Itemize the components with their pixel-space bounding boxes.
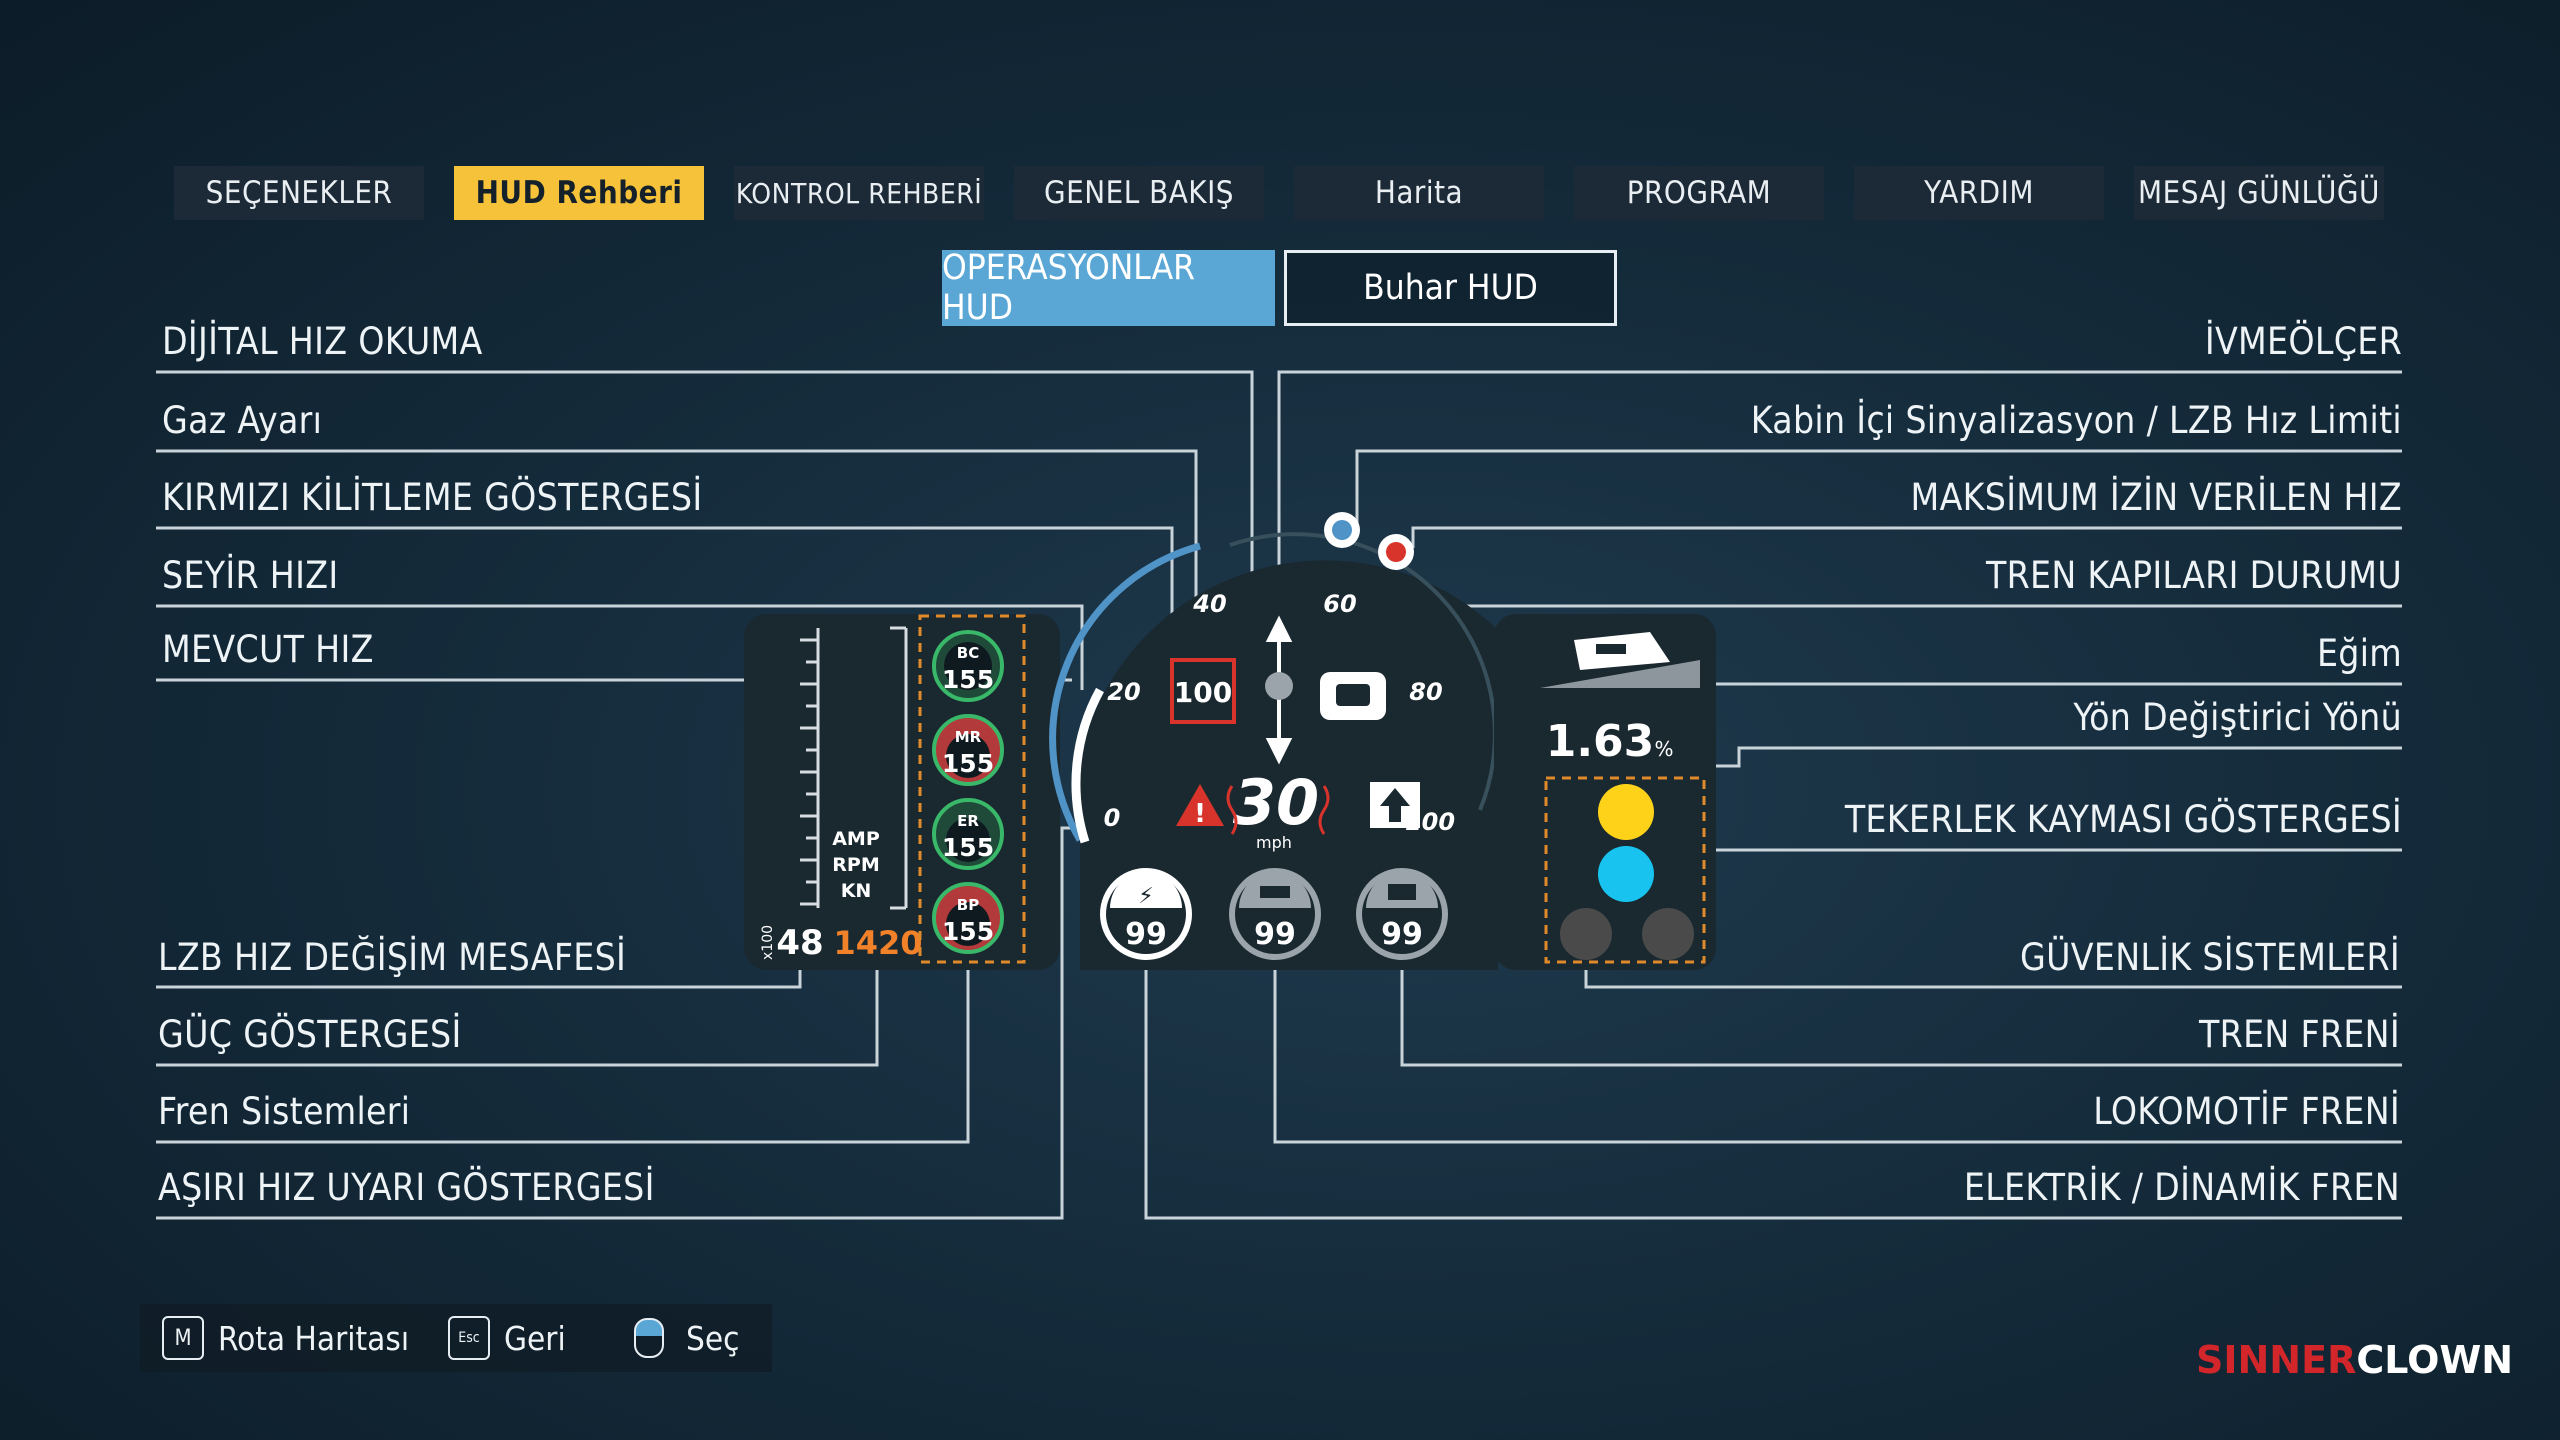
label-wheelslip: TEKERLEK KAYMASI GÖSTERGESİ [1844, 798, 2402, 841]
select-label: Seç [686, 1318, 740, 1358]
label-dynamic-brake: ELEKTRİK / DİNAMİK FREN [1963, 1166, 2400, 1209]
svg-text:155: 155 [942, 833, 994, 862]
back-hint[interactable]: Esc Geri [448, 1304, 566, 1372]
tick-60: 60 [1323, 590, 1356, 618]
current-speed: 30 [1233, 766, 1319, 839]
brake-gauges: BC 155 MR 155 ER 155 BP 155 [932, 630, 1004, 954]
tab-options[interactable]: SEÇENEKLER [174, 166, 424, 220]
watermark-logo: SINNERCLOWN [2196, 1338, 2514, 1382]
label-brake-systems: Fren Sistemleri [158, 1090, 411, 1133]
accelerometer-ball [1265, 672, 1293, 700]
label-digital-speed: DİJİTAL HIZ OKUMA [162, 320, 483, 363]
tick-0: 0 [1104, 804, 1121, 832]
power-gauge-panel [744, 614, 1060, 970]
limit-value: 100 [1174, 676, 1232, 709]
tab-overview[interactable]: GENEL BAKIŞ [1014, 166, 1264, 220]
label-cab-signal: Kabin İçi Sinyalizasyon / LZB Hız Limiti [1750, 399, 2402, 442]
safety-frame [1544, 776, 1706, 964]
m-key-icon: M [162, 1316, 204, 1360]
svg-text:99: 99 [1125, 917, 1167, 952]
label-loco-brake: LOKOMOTİF FRENİ [2093, 1090, 2400, 1133]
train-doors-icon [1320, 672, 1386, 720]
label-overspeed: AŞIRI HIZ UYARI GÖSTERGESİ [158, 1166, 655, 1209]
svg-text:!: ! [1194, 799, 1206, 829]
brake-dial-dynamic: 99 ⚡ [1100, 868, 1192, 960]
tab-program[interactable]: PROGRAM [1574, 166, 1824, 220]
tab-help[interactable]: YARDIM [1854, 166, 2104, 220]
label-throttle: Gaz Ayarı [162, 399, 323, 442]
tick-20: 20 [1107, 678, 1140, 706]
speed-arc-white [1071, 687, 1104, 844]
amp-label: AMP [832, 828, 880, 850]
svg-text:155: 155 [942, 749, 994, 778]
back-label: Geri [504, 1318, 566, 1358]
label-lzb-distance: LZB HIZ DEĞİŞİM MESAFESİ [158, 936, 627, 979]
svg-text:99: 99 [1254, 917, 1296, 952]
reverser-arrow-icon [1380, 788, 1410, 822]
svg-text:MR: MR [955, 728, 982, 746]
rpm-label: RPM [832, 854, 879, 876]
svg-text:ER: ER [957, 812, 979, 830]
gradient-icon [1540, 632, 1700, 688]
subtab-steam-hud[interactable]: Buhar HUD [1284, 250, 1617, 326]
select-hint[interactable]: Seç [634, 1304, 739, 1372]
tab-message-log[interactable]: MESAJ GÜNLÜĞÜ [2134, 166, 2384, 220]
speed-arc-blue [1049, 542, 1201, 842]
power-scale [800, 626, 908, 910]
label-doors: TREN KAPILARI DURUMU [1985, 554, 2402, 597]
kn-label: KN [841, 880, 872, 902]
svg-text:BP: BP [957, 896, 979, 914]
cab-signal-icon [1324, 512, 1360, 548]
overspeed-warning-icon [1176, 784, 1224, 826]
tick-40: 40 [1192, 590, 1226, 618]
subtab-operations-hud[interactable]: OPERASYONLAR HUD [942, 248, 1275, 328]
speed-unit: mph [1256, 833, 1292, 852]
wheelslip-icon [1226, 785, 1330, 835]
gradient-value: 1.63 [1546, 716, 1655, 767]
label-current-speed: MEVCUT HIZ [162, 628, 374, 671]
speedometer-body [1080, 560, 1498, 970]
svg-text:155: 155 [942, 665, 994, 694]
label-cruise-speed: SEYİR HIZI [162, 554, 339, 597]
esc-key-icon: Esc [448, 1316, 490, 1360]
route-map-hint[interactable]: M Rota Haritası [162, 1304, 409, 1372]
scale-multiplier: x100 [760, 925, 776, 960]
brake-dial-train: 99 [1356, 868, 1448, 960]
svg-text:155: 155 [942, 917, 994, 946]
tab-map[interactable]: Harita [1294, 166, 1544, 220]
tab-control-guide[interactable]: KONTROL REHBERİ [734, 166, 984, 220]
max-speed-icon [1378, 534, 1414, 570]
label-safety: GÜVENLİK SİSTEMLERİ [2020, 936, 2400, 979]
label-power: GÜÇ GÖSTERGESİ [158, 1013, 462, 1056]
tick-80: 80 [1409, 678, 1442, 706]
label-gradient: Eğim [2316, 632, 2402, 675]
safety-light-cyan [1598, 846, 1654, 902]
power-value: 1420 [833, 924, 922, 962]
safety-light-off-2 [1642, 908, 1694, 960]
label-max-speed: MAKSİMUM İZİN VERİLEN HIZ [1910, 476, 2402, 519]
safety-light-yellow [1598, 784, 1654, 840]
brake-dial-loco: 99 [1229, 868, 1321, 960]
svg-text:BC: BC [957, 644, 979, 662]
brake-frame [918, 614, 1026, 964]
gradient-unit: % [1654, 737, 1673, 761]
label-train-brake: TREN FRENİ [2199, 1013, 2400, 1056]
right-panel [1494, 614, 1716, 970]
lzb-distance-value: 48 [776, 923, 823, 963]
mouse-icon [634, 1318, 664, 1358]
svg-text:99: 99 [1381, 917, 1423, 952]
train-car-icon [1388, 884, 1416, 900]
tab-hud-guide[interactable]: HUD Rehberi [454, 166, 704, 220]
safety-light-off-1 [1560, 908, 1612, 960]
route-map-label: Rota Haritası [218, 1318, 410, 1358]
bottom-bar: M Rota Haritası Esc Geri Seç [140, 1304, 772, 1372]
red-lock-box [1170, 658, 1236, 724]
label-accelerometer: İVMEÖLÇER [2204, 320, 2402, 363]
label-red-lock: KIRMIZI KİLİTLEME GÖSTERGESİ [162, 476, 703, 519]
lightning-icon: ⚡ [1138, 884, 1153, 909]
label-reverser: Yön Değiştirici Yönü [2073, 696, 2402, 739]
locomotive-icon [1260, 886, 1290, 898]
